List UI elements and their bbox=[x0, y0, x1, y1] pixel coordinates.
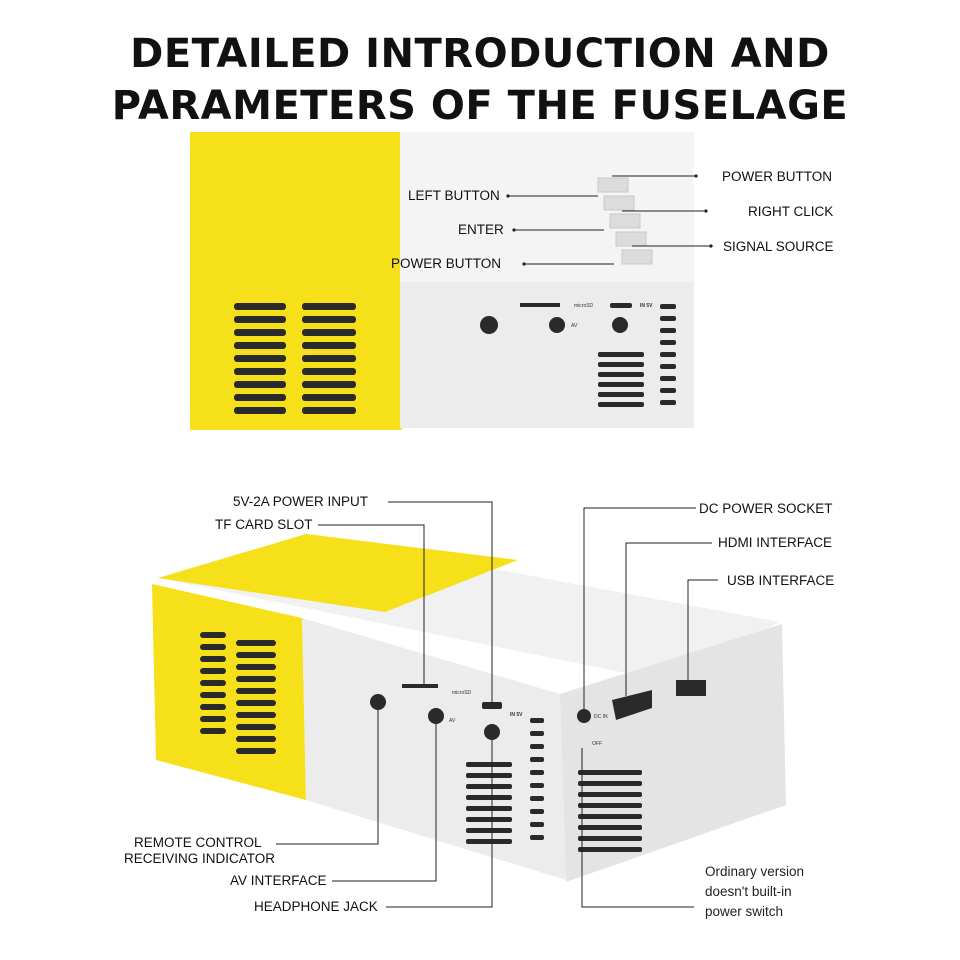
top-buttons bbox=[597, 177, 653, 265]
power-switch-note: Ordinary version doesn't built-in power … bbox=[705, 862, 804, 922]
label-hdmi-interface: HDMI INTERFACE bbox=[718, 535, 833, 550]
bottom-headphone-port bbox=[484, 724, 500, 740]
bottom-leader-lines bbox=[276, 501, 718, 908]
bottom-yellow-side bbox=[152, 584, 306, 800]
top-av-port bbox=[549, 317, 565, 333]
svg-text:microSD: microSD bbox=[574, 303, 594, 309]
top-yellow-shell bbox=[190, 132, 402, 430]
bottom-remote-indicator bbox=[370, 694, 386, 710]
label-headphone-jack: HEADPHONE JACK bbox=[254, 899, 378, 914]
top-remote-indicator bbox=[480, 316, 498, 334]
label-tf-card-slot: TF CARD SLOT bbox=[215, 517, 313, 532]
label-power-button-right: POWER BUTTON bbox=[722, 169, 833, 184]
label-remote-line-2: RECEIVING INDICATOR bbox=[124, 851, 276, 866]
label-power-input: 5V-2A POWER INPUT bbox=[233, 494, 369, 509]
top-tf-slot bbox=[520, 303, 560, 307]
bottom-dc-socket bbox=[577, 709, 591, 723]
label-left-button: LEFT BUTTON bbox=[408, 188, 500, 203]
top-headphone-port bbox=[612, 317, 628, 333]
bottom-white-front bbox=[302, 618, 566, 880]
bottom-yellow-vents bbox=[200, 632, 276, 754]
svg-text:IN 5V: IN 5V bbox=[640, 303, 653, 309]
title-line-2: PARAMETERS OF THE FUSELAGE bbox=[111, 83, 849, 129]
label-signal-source: SIGNAL SOURCE bbox=[723, 239, 834, 254]
note-line-2: doesn't built-in bbox=[705, 884, 792, 899]
label-enter: ENTER bbox=[458, 222, 504, 237]
bottom-front-vents bbox=[466, 718, 544, 844]
bottom-av-port bbox=[428, 708, 444, 724]
top-leader-lines bbox=[506, 174, 713, 266]
svg-text:AV: AV bbox=[571, 323, 578, 329]
top-yellow-vents bbox=[234, 303, 356, 414]
bottom-micro-usb bbox=[482, 702, 502, 709]
page-title: DETAILED INTRODUCTION AND PARAMETERS OF … bbox=[0, 28, 960, 132]
label-usb-interface: USB INTERFACE bbox=[727, 573, 835, 588]
svg-text:OFF: OFF bbox=[592, 741, 602, 747]
label-dc-power-socket: DC POWER SOCKET bbox=[699, 501, 833, 516]
bottom-hdmi-port bbox=[612, 690, 652, 720]
bottom-projector: microSD IN 5V AV DC IN bbox=[152, 534, 786, 882]
bottom-side-vents bbox=[578, 770, 642, 852]
title-line-1: DETAILED INTRODUCTION AND bbox=[130, 31, 830, 77]
label-remote-line-1: REMOTE CONTROL bbox=[134, 835, 262, 850]
label-av-interface: AV INTERFACE bbox=[230, 873, 327, 888]
top-white-vents bbox=[598, 304, 676, 407]
top-projector: microSD IN 5V AV bbox=[190, 132, 694, 430]
svg-text:IN 5V: IN 5V bbox=[510, 712, 523, 718]
top-micro-usb bbox=[610, 303, 632, 308]
svg-text:DC IN: DC IN bbox=[594, 714, 608, 720]
label-power-button-left: POWER BUTTON bbox=[391, 256, 502, 271]
note-line-1: Ordinary version bbox=[705, 864, 805, 879]
label-right-click: RIGHT CLICK bbox=[748, 204, 834, 219]
note-line-3: power switch bbox=[705, 904, 784, 919]
svg-text:AV: AV bbox=[449, 718, 456, 724]
bottom-usb-port bbox=[676, 680, 706, 696]
bottom-tf-slot bbox=[402, 684, 438, 688]
svg-text:microSD: microSD bbox=[452, 690, 472, 696]
